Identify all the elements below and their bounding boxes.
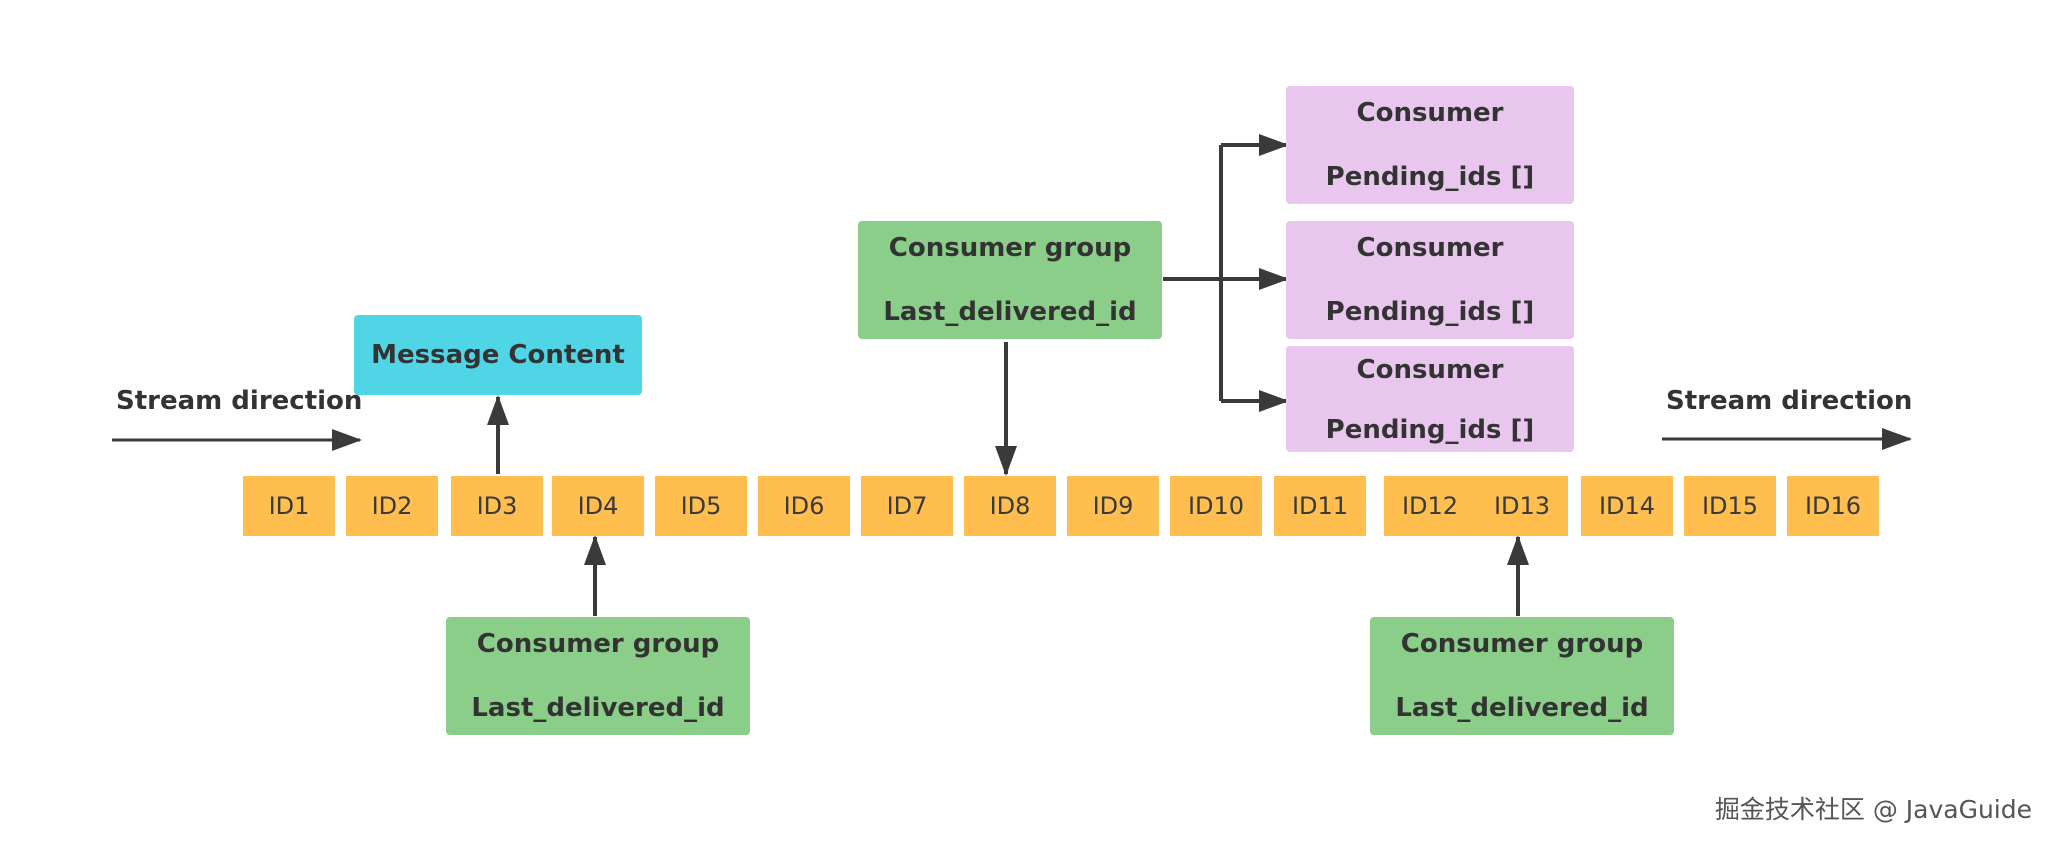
stream-direction-label-left: Stream direction — [116, 386, 363, 416]
consumer-group-title: Consumer group — [888, 233, 1132, 263]
consumer-group-field: Last_delivered_id — [883, 297, 1137, 327]
consumer-group-box: Consumer group Last_delivered_id — [858, 221, 1162, 339]
stream-id-cell: ID9 — [1067, 476, 1159, 536]
consumer-group-field: Last_delivered_id — [471, 693, 725, 723]
stream-id-cell: ID11 — [1274, 476, 1366, 536]
stream-id-cell: ID3 — [451, 476, 543, 536]
stream-id-cell: ID10 — [1170, 476, 1262, 536]
consumer-group-box: Consumer group Last_delivered_id — [1370, 617, 1674, 735]
stream-direction-label-right: Stream direction — [1666, 386, 1913, 416]
consumer-group-field: Last_delivered_id — [1395, 693, 1649, 723]
stream-id-cell: ID6 — [758, 476, 850, 536]
stream-id-cell: ID4 — [552, 476, 644, 536]
stream-id-cell: ID2 — [346, 476, 438, 536]
consumer-field: Pending_ids [] — [1325, 162, 1535, 192]
consumer-box: Consumer Pending_ids [] — [1286, 346, 1574, 452]
stream-id-cell: ID13 — [1476, 476, 1568, 536]
stream-id-cell: ID12 — [1384, 476, 1476, 536]
stream-id-cell: ID14 — [1581, 476, 1673, 536]
consumer-box: Consumer Pending_ids [] — [1286, 86, 1574, 204]
consumer-title: Consumer — [1356, 233, 1504, 263]
watermark: 掘金技术社区 @ JavaGuide — [1714, 795, 2032, 824]
consumer-title: Consumer — [1356, 355, 1504, 385]
consumer-title: Consumer — [1356, 98, 1504, 128]
stream-id-cell: ID8 — [964, 476, 1056, 536]
stream-id-cell: ID7 — [861, 476, 953, 536]
stream-id-cell: ID1 — [243, 476, 335, 536]
consumer-group-box: Consumer group Last_delivered_id — [446, 617, 750, 735]
stream-id-cell: ID5 — [655, 476, 747, 536]
consumer-box: Consumer Pending_ids [] — [1286, 221, 1574, 339]
consumer-field: Pending_ids [] — [1325, 415, 1535, 445]
stream-id-cell: ID15 — [1684, 476, 1776, 536]
message-content-box: Message Content — [354, 315, 642, 395]
consumer-group-title: Consumer group — [1400, 629, 1644, 659]
message-content-label: Message Content — [371, 340, 625, 370]
stream-id-cell: ID16 — [1787, 476, 1879, 536]
consumer-group-title: Consumer group — [476, 629, 720, 659]
consumer-field: Pending_ids [] — [1325, 297, 1535, 327]
